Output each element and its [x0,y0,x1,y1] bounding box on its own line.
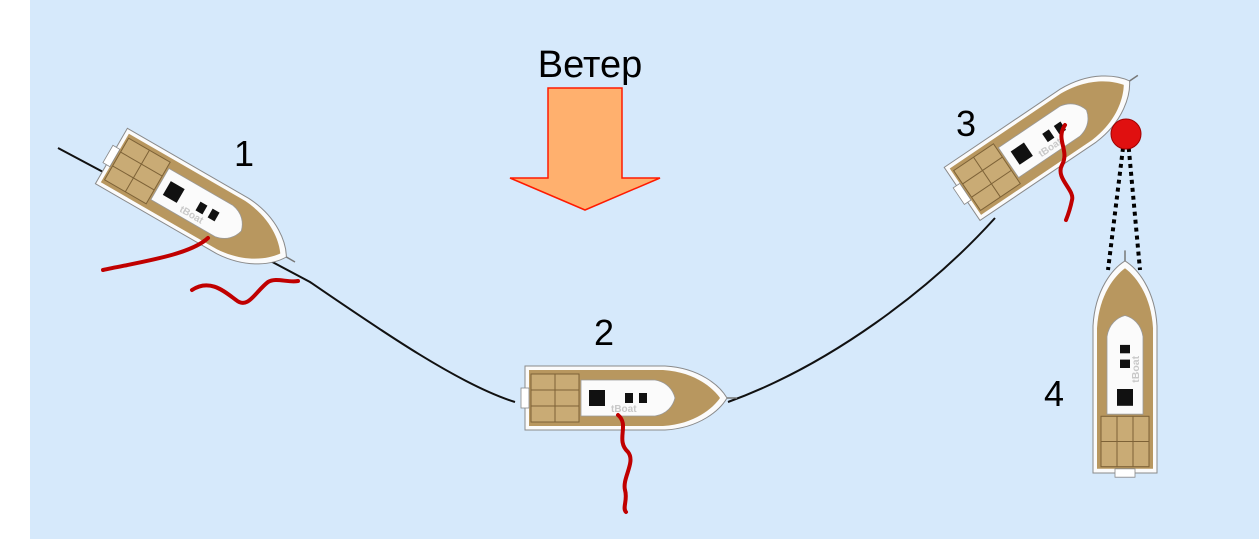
boat-3-number: 3 [956,103,976,144]
mark [1106,118,1142,271]
water-area [30,0,1259,539]
mark-line-left [1106,139,1126,271]
boat-2-sheet [616,413,633,514]
boat-1-sheet [101,236,300,305]
boat-2 [520,365,738,514]
boat-1 [91,125,312,305]
boat-1-number: 1 [234,133,254,174]
mark-line-right [1126,139,1142,271]
wind-label: Ветер [538,44,642,86]
wind-arrow [509,87,661,211]
arrow-down-icon [509,87,661,211]
boat-3 [940,48,1157,224]
boat-4-number: 4 [1044,373,1064,414]
course-track [57,147,996,403]
buoy-icon [1110,118,1142,150]
boat-3-sheet [1058,123,1075,222]
boat-2-number: 2 [594,312,614,353]
